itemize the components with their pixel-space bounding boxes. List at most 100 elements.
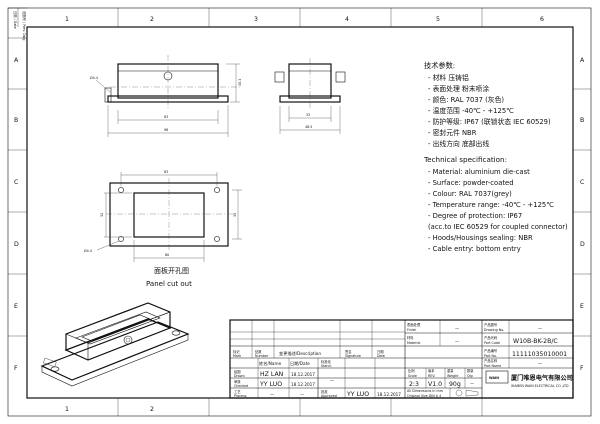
approved-date: 18.12.2017 (377, 392, 401, 397)
spec-cn-5: - 防护等级: IP67 (联锁状态 IEC 60529) (428, 117, 551, 126)
part-no-val: 11111035010001 (512, 351, 567, 358)
weight-val: 90g (449, 381, 461, 388)
row-e: E (14, 303, 18, 310)
col-6: 6 (540, 16, 544, 23)
checked-name: YY LUO (259, 381, 282, 388)
drawing-no-cn: 产品图号 (484, 322, 498, 327)
spec-en-4: - Temperature range: -40℃ - +125℃ (428, 201, 554, 209)
spec-en-5: - Degree of protection: IP67 (428, 212, 522, 220)
part-code-val: W10B-BK-2B/C (513, 338, 558, 345)
part-code-cn: 产品代码 (484, 335, 498, 340)
drawn-name: HZ LAN (260, 371, 284, 378)
approved-name: YY LUO (346, 391, 369, 398)
surface-val: — (455, 326, 459, 331)
hdr-qty-cn: 数量 (467, 368, 474, 373)
surface-en: Finish (407, 328, 416, 332)
panel-dim-83: 83 (164, 170, 168, 174)
spec-en-1: - Material: aluminium die-cast (428, 168, 530, 176)
hdr-desc: 变更描述/Description (279, 350, 321, 357)
spec-cn-7: - 出线方向 底部出线 (428, 139, 489, 148)
row-d: D (14, 241, 19, 248)
row-b-right: B (580, 117, 584, 124)
row-approved-cn: 批准 (321, 389, 328, 394)
row-f: F (14, 365, 18, 372)
row-checked-cn: 审核 (234, 379, 241, 384)
front-dim-98: 98 (164, 128, 168, 132)
hdr-std-cn: 标准化 (321, 359, 332, 364)
panel-dia-label: Ø4.4 (84, 248, 92, 253)
specs-cn-title: 技术参数: (424, 61, 455, 70)
front-view: Ø4.4 83 98 30.3 (90, 55, 242, 137)
hdr-date2: 日期/Date (290, 361, 310, 367)
hdr-rev-en: REV. (428, 374, 435, 378)
projection-cone-icon (465, 389, 479, 397)
spec-cn-4: - 温度范围 -40℃ - +125℃ (428, 106, 514, 115)
hdr-sign-cn: 签名 (345, 349, 352, 354)
hdr-mark-en: Mark (233, 354, 241, 358)
checked-date: 18.12.2017 (291, 382, 315, 387)
col-2: 2 (150, 16, 154, 23)
spec-en-3: - Colour: RAL 7037(grey) (428, 190, 512, 198)
spec-en-2: - Surface: powder-coated (428, 179, 514, 187)
material-val: — (455, 339, 459, 344)
material-cn: 材料 (407, 335, 414, 340)
hdr-date-cn: 日期 (377, 349, 384, 354)
drawing-no-val: — (538, 326, 542, 331)
front-dia-label: Ø4.4 (90, 75, 98, 80)
company-en: XIAMEN WAIN ELECTRICAL CO.,LTD (511, 384, 569, 388)
front-dim-83: 83 (164, 115, 168, 119)
col-1: 1 (65, 16, 69, 23)
side-view: 32 48.5 (274, 58, 346, 134)
row-drawn-en: Drawn (234, 374, 245, 378)
material-en: Material (407, 341, 420, 345)
part-name-cn: 产品名称 (484, 358, 498, 363)
row-checked-en: Checked (234, 384, 248, 388)
spec-cn-2: - 表面处理 粉末喷涂 (428, 84, 489, 93)
surface-cn: 表面处理 (407, 322, 421, 327)
col-4: 4 (345, 16, 349, 23)
strip-label-2: 旧图号 / Prev. Dwg (22, 11, 27, 40)
dims-note-2: Original Size DIN A 4 (407, 394, 441, 398)
isometric-view (40, 302, 190, 387)
spec-en-6: (acc.to IEC 60529 for coupled connector) (428, 223, 568, 231)
qty-val: — (470, 381, 474, 386)
hdr-rev-cn: 版本 (428, 368, 435, 373)
col-5: 5 (436, 16, 440, 23)
specs-en: Technical specification: - Material: alu… (423, 155, 568, 253)
col-2-bottom: 2 (150, 406, 154, 413)
row-labels: A B C D E F A B C D E F (8, 57, 591, 372)
specs-cn: 技术参数: - 材料 压铸铝 - 表面处理 粉末喷涂 - 颜色: RAL 703… (424, 61, 551, 148)
side-dim-32: 32 (306, 113, 310, 117)
hdr-scale-cn: 比例 (408, 368, 415, 373)
col-3: 3 (254, 16, 258, 23)
row-a: A (14, 57, 19, 64)
row-c: C (14, 179, 18, 186)
scale-val: 2:3 (409, 381, 419, 388)
hdr-mark-cn: 标记 (233, 349, 240, 354)
hdr-num-cn: 处数 (255, 349, 262, 354)
hdr-weight-en: Weight (447, 374, 459, 378)
row-e-right: E (580, 303, 584, 310)
row-d-right: D (580, 241, 585, 248)
panel-dim-60: 60 (165, 253, 169, 257)
spec-en-8: - Cable entry: bottom entry (428, 245, 521, 253)
spec-cn-6: - 密封元件 NBR (428, 128, 477, 137)
row-process-en: Process (234, 394, 247, 398)
row-b: B (14, 117, 18, 124)
projection-symbol-icon (455, 389, 463, 397)
company-cn: 厦门唯恩电气有限公司 (510, 374, 573, 382)
drawn-date: 18.12.2017 (291, 372, 315, 377)
hdr-weight-cn: 重量 (447, 368, 454, 373)
company-logo (485, 370, 509, 384)
process-date: — (300, 392, 304, 397)
hdr-qty-en: Qty. (467, 374, 473, 378)
spec-en-7: - Hoods/Housings sealing: NBR (428, 234, 533, 242)
panel-title-en: Panel cut out (146, 280, 192, 288)
column-labels-bottom: 1 2 (65, 398, 483, 416)
hdr-scale-en: Scale (408, 374, 417, 378)
row-c-right: C (580, 179, 584, 186)
specs-en-title: Technical specification: (423, 155, 507, 164)
hdr-std-en: Stand. (321, 364, 332, 368)
panel-dim-32: 32 (100, 213, 104, 217)
